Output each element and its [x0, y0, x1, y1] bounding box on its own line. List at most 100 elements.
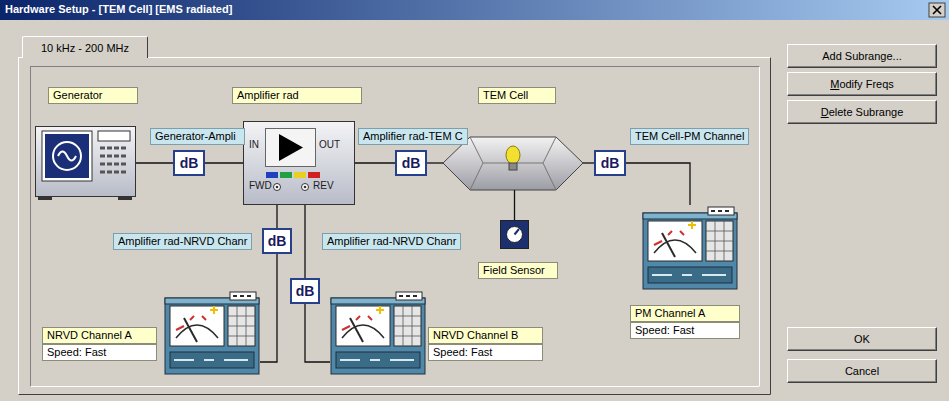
port-label: FWD [249, 180, 272, 191]
title-bar-part [933, 6, 941, 14]
button-caption: Cancel [845, 365, 879, 377]
rf-cable [305, 304, 330, 362]
device-name: Generator [48, 87, 138, 104]
tem-cell-icon-part [470, 137, 556, 190]
amplifier-icon-part [294, 172, 306, 178]
generator-icon [36, 127, 136, 201]
amplifier-icon-part [276, 186, 279, 189]
power-meter-device: NRVD Channel BSpeed: Fast [330, 290, 426, 375]
cable-name: Amplifier rad-NRVD Chanr [322, 233, 461, 250]
device-name: TEM Cell [478, 87, 556, 104]
amplifier-icon-part [280, 172, 292, 178]
amplifier-icon-part [304, 186, 307, 189]
push-button: Modify Freqs [787, 72, 937, 96]
generator-icon-part [58, 152, 76, 161]
rf-cable [583, 162, 594, 163]
power-meter-device: NRVD Channel ASpeed: Fast [164, 290, 260, 375]
power-meter-device: PM Channel ASpeed: Fast [642, 205, 738, 285]
amplifier-icon [244, 122, 355, 205]
tab-panel [19, 58, 771, 395]
amplifier-icon-part [266, 172, 278, 178]
cable-name: Generator-Ampli [150, 128, 245, 145]
amplifier-device: Amplifier radINOUTFWDREV [243, 121, 355, 205]
device-name: NRVD Channel A [42, 327, 157, 344]
button-caption: Add Subrange... [822, 50, 902, 62]
push-button: Add Subrange... [787, 44, 937, 68]
field-sensor-icon-part [515, 229, 520, 235]
attenuator-box: dB [173, 150, 205, 176]
title-bar-part [0, 0, 949, 20]
port-label: OUT [319, 139, 340, 150]
cable-name: Amplifier rad-NRVD Chanr [113, 233, 252, 250]
tab-panel-part [19, 58, 771, 395]
field-sensor-icon [501, 221, 529, 249]
frequency-tab: 10 kHz - 200 MHz [22, 36, 148, 58]
rf-cable [355, 162, 395, 163]
window-title: Hardware Setup - [TEM Cell] [EMS radiate… [5, 3, 232, 15]
button-caption: Delete Subrange [821, 106, 904, 118]
amplifier-icon-part [266, 129, 316, 167]
tab-panel-part [31, 67, 760, 387]
rf-cable [626, 163, 690, 205]
rf-cable [260, 254, 277, 362]
attenuation-unit: dB [601, 155, 620, 171]
rf-cable [276, 205, 277, 228]
attenuator-box: dB [290, 278, 320, 304]
port-label: REV [313, 180, 334, 191]
rf-cable [514, 190, 515, 220]
amplifier-icon-part [279, 134, 303, 161]
rf-cable [427, 162, 443, 163]
tab-panel-part [19, 58, 771, 395]
field-sensor-icon-part [501, 221, 529, 249]
field-sensor-device: Field Sensor [500, 220, 529, 249]
push-button: Cancel [787, 359, 937, 383]
pm-meter-icon [643, 207, 737, 289]
speed-setting: Speed: Fast [428, 344, 543, 361]
cable-name: Amplifier rad-TEM C [358, 128, 468, 145]
attenuation-unit: dB [180, 155, 199, 171]
attenuator-box: dB [262, 228, 292, 254]
speed-setting: Speed: Fast [630, 322, 740, 339]
port-label: IN [249, 139, 259, 150]
attenuation-unit: dB [296, 283, 315, 299]
rf-cable [304, 205, 305, 278]
device-name: Amplifier rad [232, 87, 362, 104]
field-sensor-icon-part [507, 227, 523, 243]
generator-icon-part [38, 196, 52, 200]
amplifier-icon-part [244, 122, 355, 205]
speed-setting: Speed: Fast [42, 344, 157, 361]
rf-cable [205, 162, 243, 163]
tab-panel-part [31, 67, 760, 387]
generator-icon-part [118, 196, 132, 200]
amplifier-icon-part [302, 184, 309, 191]
rf-cable [136, 162, 173, 163]
nrvd-b-meter-icon [331, 292, 425, 374]
title-bar-part [929, 3, 945, 17]
attenuation-unit: dB [268, 233, 287, 249]
amplifier-icon-part [274, 184, 281, 191]
device-name: PM Channel A [630, 305, 740, 322]
generator-device: Generator [35, 126, 136, 200]
device-name: Field Sensor [478, 262, 558, 279]
attenuator-box: dB [395, 150, 427, 176]
tem-cell-icon-part [509, 163, 517, 170]
button-caption: OK [854, 333, 870, 345]
device-name: NRVD Channel B [428, 327, 543, 344]
generator-icon-part [53, 142, 81, 170]
cable-name: TEM Cell-PM Channel [630, 128, 749, 145]
nrvd-a-meter-icon [165, 292, 259, 374]
push-button: Delete Subrange [787, 100, 937, 124]
generator-icon-part [100, 148, 128, 172]
generator-icon-part [45, 134, 89, 178]
amplifier-icon-part [308, 172, 320, 178]
attenuator-box: dB [594, 150, 626, 176]
button-caption: Modify Freqs [830, 78, 894, 90]
attenuation-unit: dB [402, 155, 421, 171]
push-button: OK [787, 327, 937, 351]
title-bar [0, 0, 949, 20]
generator-icon-part [98, 131, 130, 141]
generator-icon-part [36, 127, 136, 197]
button-caption: 10 kHz - 200 MHz [41, 42, 129, 54]
tem-cell-icon-part [506, 146, 520, 164]
